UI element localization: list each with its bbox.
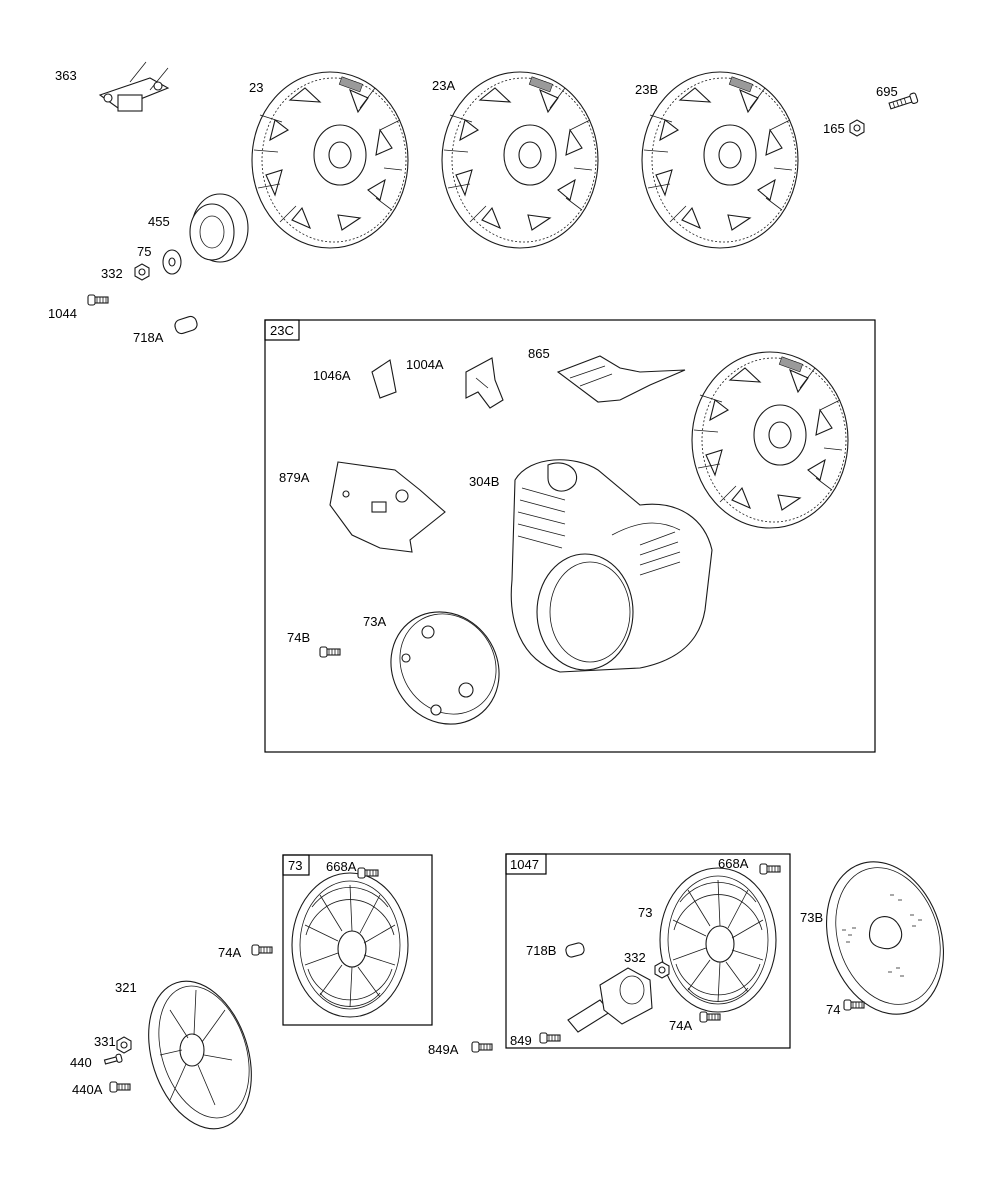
label-668A-a: 668A xyxy=(326,859,357,874)
part-455-cup xyxy=(189,193,249,263)
part-718A-pin xyxy=(174,315,198,335)
label-718A: 718A xyxy=(133,330,164,345)
label-440: 440 xyxy=(70,1055,92,1070)
label-75: 75 xyxy=(137,244,151,259)
part-73B-screen-plate xyxy=(825,861,945,1015)
part-23A-flywheel xyxy=(441,71,599,249)
part-73A-cover xyxy=(390,611,500,725)
label-74A-b: 74A xyxy=(669,1018,692,1033)
box-label-1047: 1047 xyxy=(510,857,539,872)
label-23A: 23A xyxy=(432,78,455,93)
label-74: 74 xyxy=(826,1002,840,1017)
label-74B: 74B xyxy=(287,630,310,645)
part-304B-blower-housing xyxy=(510,459,713,673)
part-73-grille xyxy=(291,872,409,1018)
part-75-washer xyxy=(162,249,182,275)
box-label-73: 73 xyxy=(288,858,302,873)
part-1004A-bracket xyxy=(465,357,504,409)
label-165: 165 xyxy=(823,121,845,136)
part-332-nut xyxy=(134,263,150,281)
label-1004A: 1004A xyxy=(406,357,444,372)
label-332: 332 xyxy=(101,266,123,281)
label-718B: 718B xyxy=(526,943,556,958)
part-363-adapter xyxy=(98,61,170,112)
part-849-screw xyxy=(539,1032,561,1044)
label-73-b: 73 xyxy=(638,905,652,920)
part-695-screw xyxy=(888,92,919,110)
kit-box-73 xyxy=(282,854,433,1026)
part-1044-bolt xyxy=(87,294,109,306)
part-879A-shield xyxy=(329,461,446,553)
part-332-nut-b xyxy=(654,961,670,979)
label-1046A: 1046A xyxy=(313,368,351,383)
part-331-washer xyxy=(116,1036,132,1054)
label-363: 363 xyxy=(55,68,77,83)
label-73A: 73A xyxy=(363,614,386,629)
kit-box-23C xyxy=(264,319,876,753)
part-321-screen xyxy=(148,980,252,1130)
part-23-flywheel xyxy=(251,71,409,249)
part-23B-flywheel xyxy=(641,71,799,249)
part-165-nut xyxy=(849,119,865,137)
part-adapter-shaft xyxy=(567,967,653,1033)
kit-box-1047 xyxy=(505,853,791,1049)
part-74A-screw-a xyxy=(251,944,273,956)
box-label-23C: 23C xyxy=(270,323,294,338)
label-331: 331 xyxy=(94,1034,116,1049)
part-23C-flywheel xyxy=(691,351,849,529)
part-73-grille-b xyxy=(659,867,777,1013)
part-74A-screw-b xyxy=(699,1011,721,1023)
part-440-screw xyxy=(103,1053,123,1065)
part-74B-screw xyxy=(319,646,341,658)
label-455: 455 xyxy=(148,214,170,229)
label-695: 695 xyxy=(876,84,898,99)
label-321: 321 xyxy=(115,980,137,995)
label-332-b: 332 xyxy=(624,950,646,965)
part-1046A-plate xyxy=(371,359,397,399)
label-879A: 879A xyxy=(279,470,310,485)
kit-box-1047-tag xyxy=(505,853,547,875)
part-440A-screw xyxy=(109,1081,131,1093)
kit-box-73-tag xyxy=(282,854,310,876)
label-668A-b: 668A xyxy=(718,856,749,871)
label-440A: 440A xyxy=(72,1082,103,1097)
label-1044: 1044 xyxy=(48,306,77,321)
kit-box-23C-tag xyxy=(264,319,300,341)
label-849A: 849A xyxy=(428,1042,459,1057)
label-74A-a: 74A xyxy=(218,945,241,960)
part-865-air-guide xyxy=(556,355,686,403)
label-865: 865 xyxy=(528,346,550,361)
label-23B: 23B xyxy=(635,82,658,97)
part-668A-screw-b xyxy=(759,863,781,875)
part-74-screw xyxy=(843,999,865,1011)
part-668A-screw-a xyxy=(357,867,379,879)
label-73B: 73B xyxy=(800,910,823,925)
label-849: 849 xyxy=(510,1033,532,1048)
label-304B: 304B xyxy=(469,474,499,489)
part-849A-screw xyxy=(471,1041,493,1053)
part-718B-pin xyxy=(565,942,585,958)
label-23: 23 xyxy=(249,80,263,95)
